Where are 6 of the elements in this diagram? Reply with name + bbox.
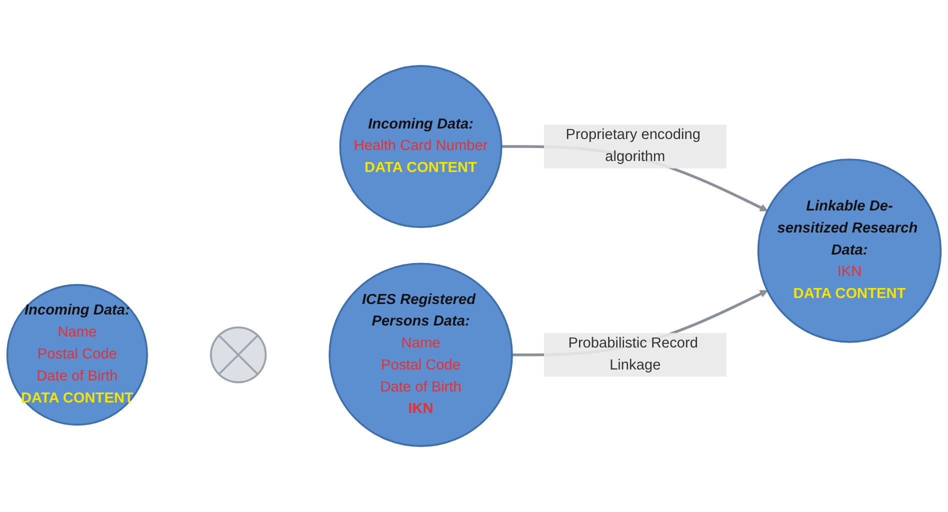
node-circle: Incoming Data: Name Postal Code Date of Birth DATA CONTENT <box>6 284 148 426</box>
node-circle: Incoming Data: Health Card Number DATA CONTENT <box>339 65 502 228</box>
edge-label: Probabilistic Record Linkage <box>568 336 698 374</box>
node-circle: ICES Registered Persons Data: Name Postal Code Date of Birth IKN <box>328 262 513 447</box>
node-circle: Linkable De-sensitized Research Data: IKN DATA CONTENT <box>757 158 942 343</box>
edge-label: Proprietary encoding algorithm <box>566 127 700 165</box>
